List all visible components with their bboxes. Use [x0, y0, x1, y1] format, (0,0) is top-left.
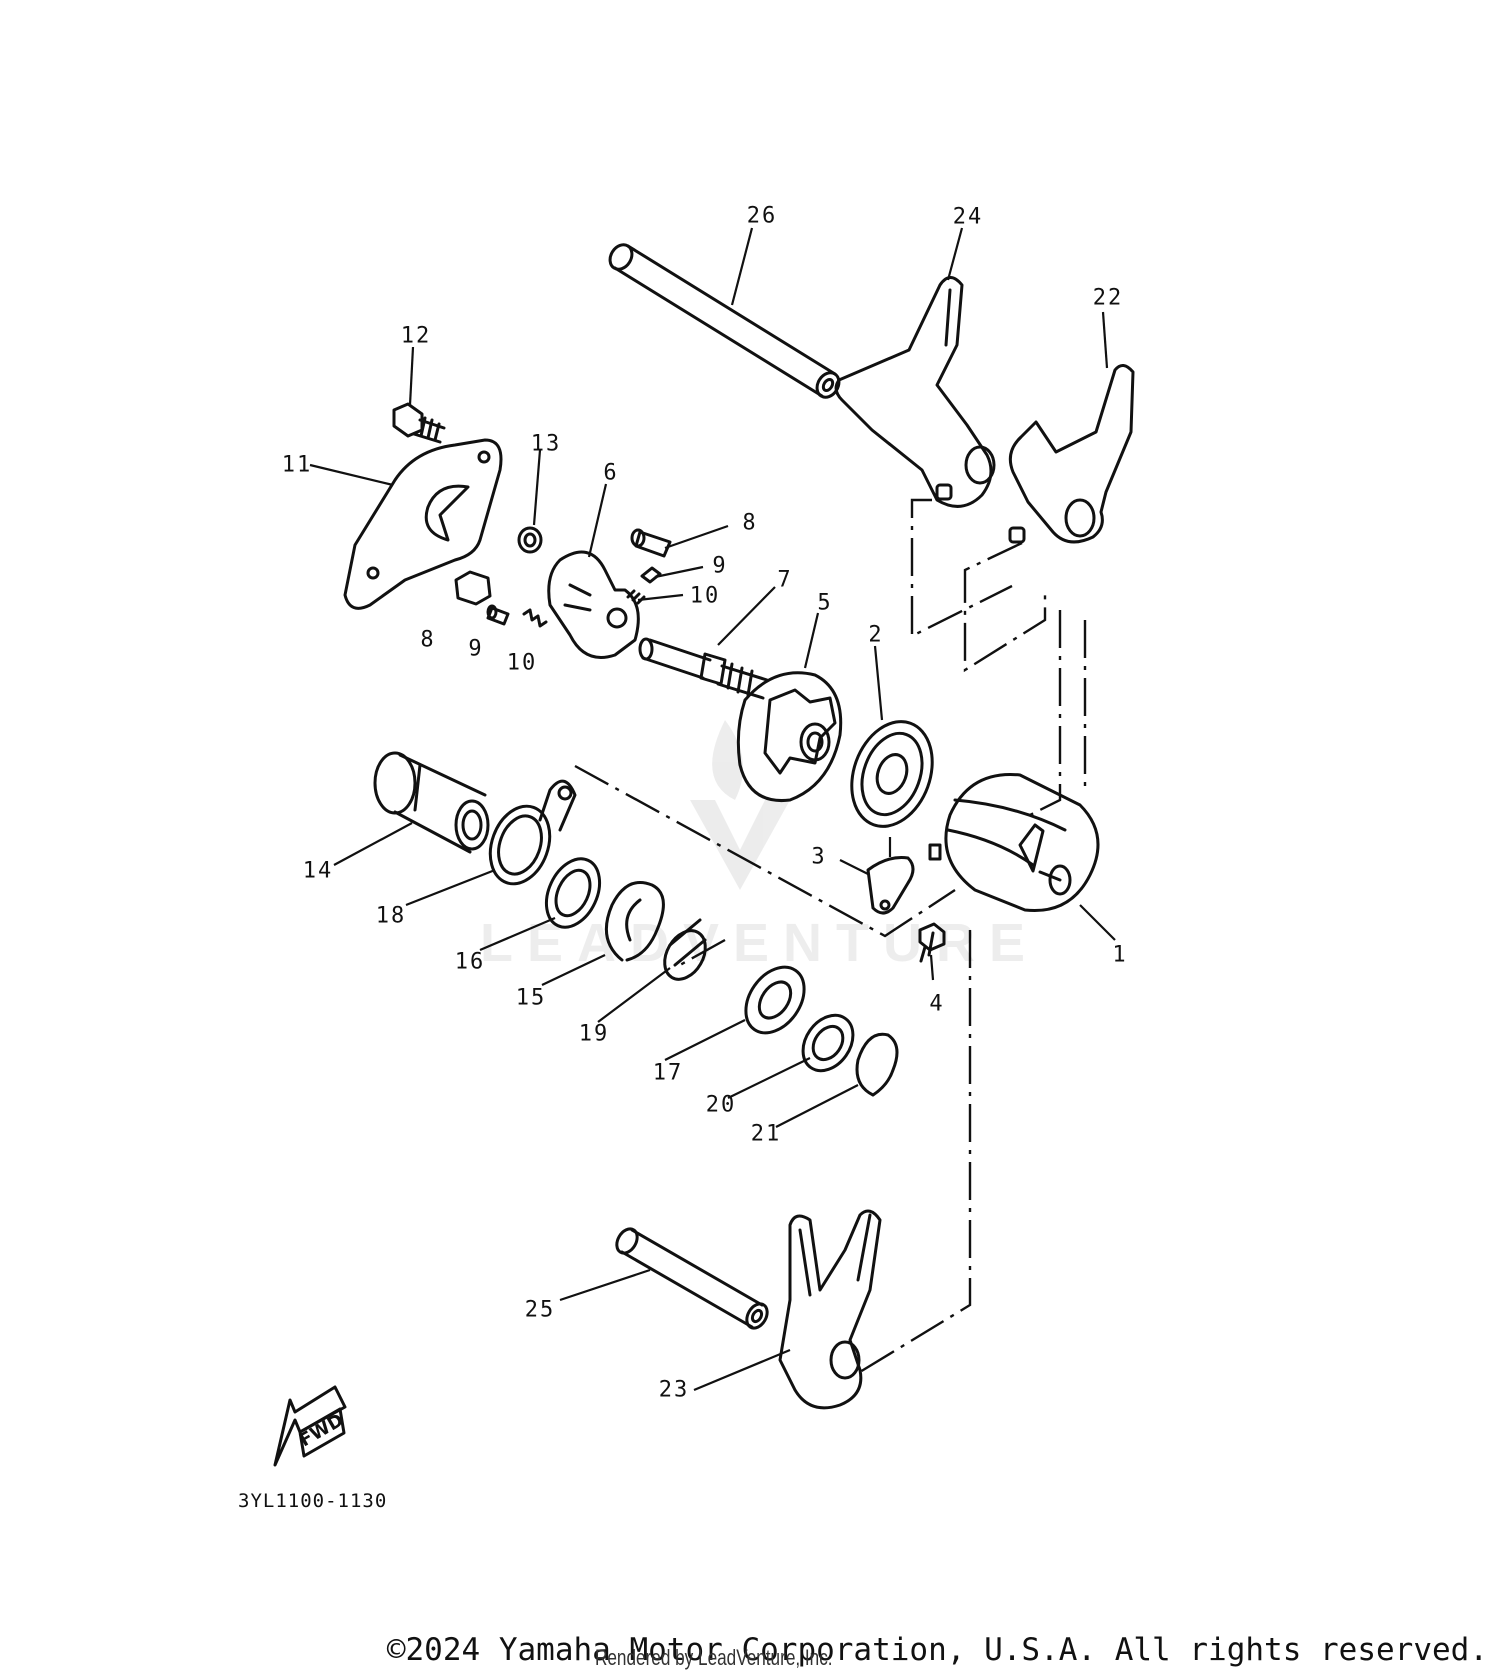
callout-26: 26	[746, 203, 778, 229]
fwd-arrow-icon	[273, 1385, 347, 1467]
callout-6: 6	[603, 460, 619, 486]
callout-15: 15	[515, 985, 547, 1011]
part-10-spring-lower	[522, 608, 548, 628]
part-24-shift-fork	[834, 276, 996, 508]
part-26-shaft	[608, 243, 841, 399]
callout-7: 7	[777, 567, 793, 593]
part-2-bearing	[850, 720, 934, 828]
part-23-shift-fork	[778, 1209, 882, 1410]
part-8-pin-upper	[630, 528, 672, 558]
part-14-collar	[373, 751, 490, 854]
part-19-spring	[663, 918, 707, 981]
diagram-code: 3YL1100-1130	[238, 1490, 388, 1512]
callout-8-upper: 8	[742, 510, 758, 536]
callout-9-lower: 9	[468, 636, 484, 662]
callout-12: 12	[400, 323, 432, 349]
part-20-washer	[801, 1013, 855, 1073]
part-7-shaft-bolt	[638, 637, 769, 700]
callout-10-upper: 10	[689, 583, 721, 609]
part-9-pin-lower	[486, 604, 510, 626]
part-5-star-wheel	[736, 671, 843, 803]
render-credit: Rendered by LeadVenture, Inc.	[595, 1645, 833, 1670]
part-4-screw	[918, 922, 946, 963]
callout-9-upper: 9	[712, 553, 728, 579]
watermark-text: LEADVENTURE	[480, 913, 1040, 973]
part-22-shift-fork	[1008, 364, 1135, 544]
callout-22: 22	[1092, 285, 1124, 311]
callout-8-lower: 8	[420, 627, 436, 653]
callout-4: 4	[929, 991, 945, 1017]
part-25-shaft	[615, 1227, 769, 1330]
part-17-washer	[744, 965, 806, 1035]
part-21-circlip	[855, 1032, 899, 1097]
callout-19: 19	[578, 1021, 610, 1047]
callout-13: 13	[530, 431, 562, 457]
callout-16: 16	[454, 949, 486, 975]
part-3-stopper	[866, 837, 915, 915]
callout-3: 3	[811, 844, 827, 870]
watermark-logo	[690, 720, 790, 890]
callout-11: 11	[281, 452, 313, 478]
copyright-notice: ©2024 Yamaha Motor Corporation, U.S.A. A…	[386, 1632, 1488, 1668]
callout-14: 14	[302, 858, 334, 884]
part-1-shift-drum	[928, 773, 1100, 913]
callout-21: 21	[750, 1121, 782, 1147]
callout-5: 5	[817, 590, 833, 616]
leader-lines	[309, 227, 1116, 1392]
part-11-plate	[343, 438, 503, 610]
part-16-washer	[544, 857, 602, 929]
callout-17: 17	[652, 1060, 684, 1086]
callout-25: 25	[524, 1297, 556, 1323]
callout-24: 24	[952, 204, 984, 230]
part-12-bolt	[392, 402, 446, 444]
part-15-circlip	[604, 881, 665, 962]
callout-20: 20	[705, 1092, 737, 1118]
part-13-nut	[517, 526, 543, 554]
callout-10-lower: 10	[506, 650, 538, 676]
part-9-pin-upper	[640, 566, 662, 584]
callout-18: 18	[375, 903, 407, 929]
part-8-pin-lower	[454, 570, 492, 606]
assembly-lines	[574, 498, 1087, 1377]
callout-23: 23	[658, 1377, 690, 1403]
callout-2: 2	[868, 622, 884, 648]
part-18-lever	[488, 779, 577, 886]
part-6-segment	[547, 550, 640, 659]
callout-1: 1	[1112, 942, 1128, 968]
